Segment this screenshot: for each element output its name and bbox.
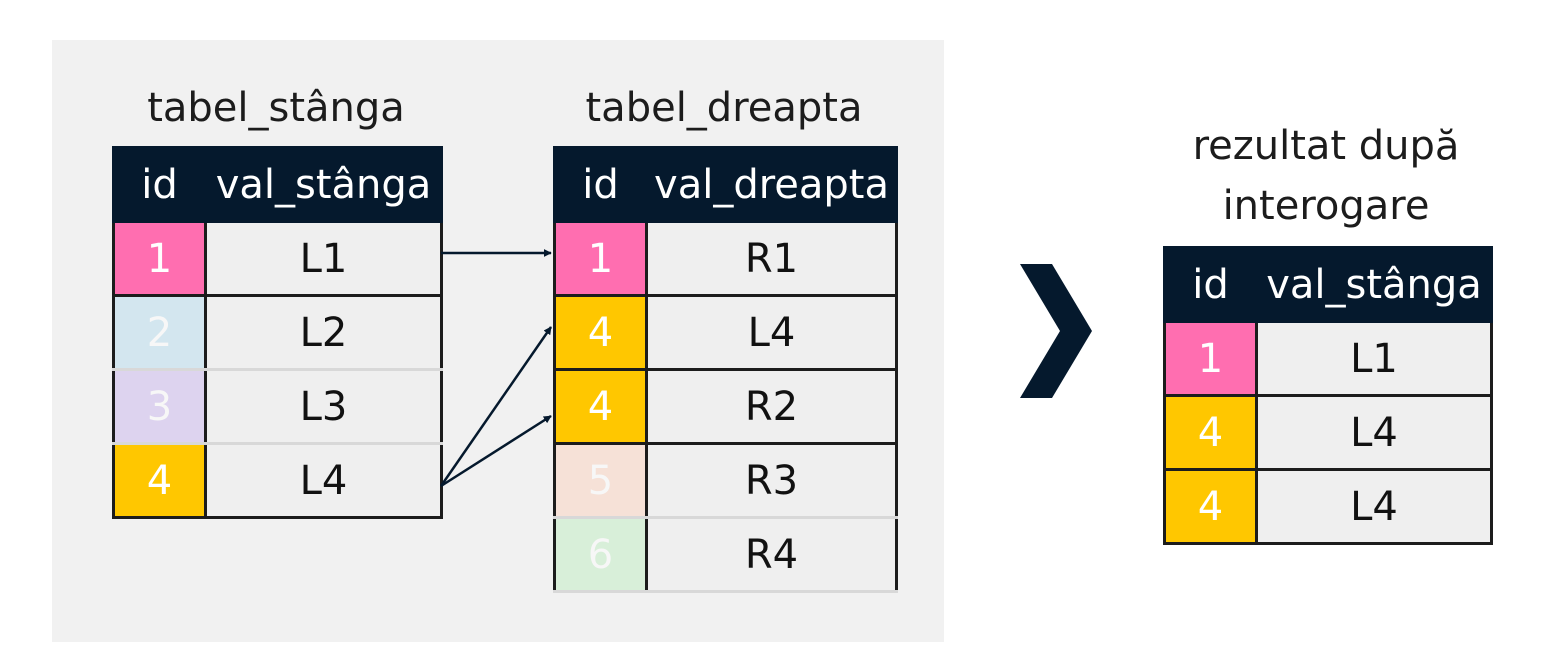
- result-title-line-2: interogare: [1222, 183, 1430, 229]
- right-table-value-cell: R3: [645, 442, 898, 519]
- right-table-value-cell: R4: [645, 516, 898, 593]
- result-table-value-cell: L1: [1255, 320, 1493, 397]
- left-table-id-cell: 1: [112, 220, 207, 297]
- right-table-id-cell: 1: [553, 220, 648, 297]
- left-table-value-cell: L3: [204, 368, 443, 445]
- result-title-line-1: rezultat după: [1192, 123, 1460, 169]
- left-table-id-cell: 4: [112, 442, 207, 519]
- right-table-title: tabel_dreapta: [585, 85, 863, 131]
- result-table-id-cell: 4: [1163, 468, 1258, 545]
- right-table-id-cell: 5: [553, 442, 648, 519]
- result-table-value-cell: L4: [1255, 394, 1493, 471]
- left-header-value: val_stânga: [204, 146, 443, 223]
- result-table-id-cell: 1: [1163, 320, 1258, 397]
- result-table-value-cell: L4: [1255, 468, 1493, 545]
- left-table-value-cell: L2: [204, 294, 443, 371]
- result-table-id-cell: 4: [1163, 394, 1258, 471]
- result-header-id: id: [1163, 246, 1258, 323]
- left-table-id-cell: 3: [112, 368, 207, 445]
- right-table-id-cell: 6: [553, 516, 648, 593]
- left-table-value-cell: L1: [204, 220, 443, 297]
- right-table-value-cell: R1: [645, 220, 898, 297]
- result-header-value: val_stânga: [1255, 246, 1493, 323]
- right-table-value-cell: L4: [645, 294, 898, 371]
- right-table-id-cell: 4: [553, 368, 648, 445]
- left-table-title: tabel_stânga: [147, 85, 405, 131]
- chevron-right-icon: [1020, 264, 1092, 398]
- left-table-value-cell: L4: [204, 442, 443, 519]
- left-table-id-cell: 2: [112, 294, 207, 371]
- right-header-value: val_dreapta: [645, 146, 898, 223]
- right-header-id: id: [553, 146, 648, 223]
- right-table-value-cell: R2: [645, 368, 898, 445]
- left-header-id: id: [112, 146, 207, 223]
- result-table-title: rezultat după interogare: [1120, 116, 1532, 236]
- right-table-id-cell: 4: [553, 294, 648, 371]
